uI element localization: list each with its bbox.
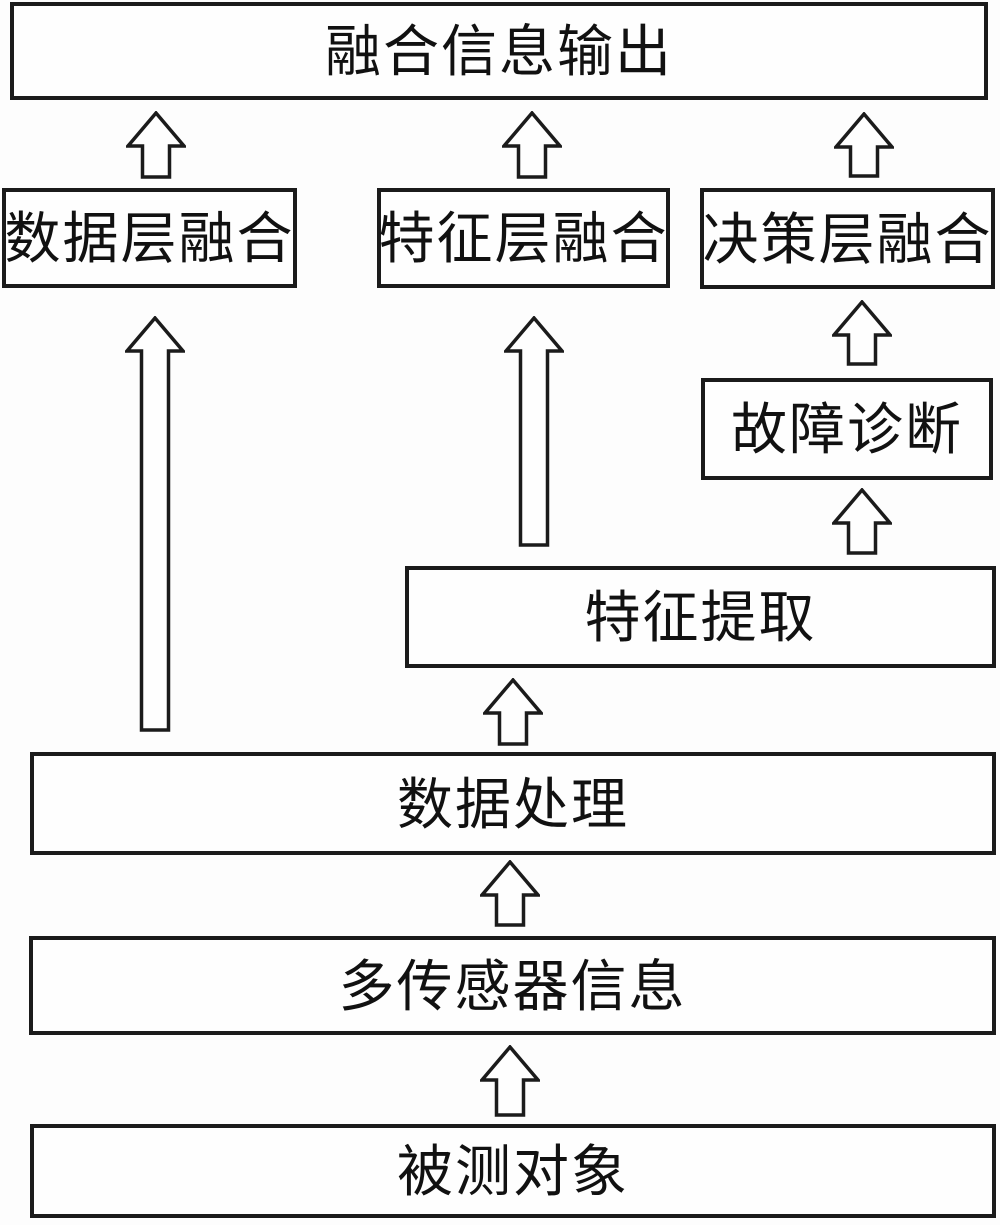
- arrow-feature-layer-to-output-icon: [502, 111, 562, 179]
- node-fusion-output-label: 融合信息输出: [325, 22, 673, 84]
- arrow-feature-extraction-to-fault-diagnosis-icon: [832, 488, 892, 555]
- node-data-layer-fusion-label: 数据层融合: [4, 209, 295, 271]
- node-feature-layer-fusion: 特征层融合: [377, 188, 670, 288]
- node-decision-layer-fusion-label: 决策层融合: [702, 209, 993, 272]
- arrow-data-layer-to-output-icon: [126, 111, 186, 179]
- node-multi-sensor-info-label: 多传感器信息: [338, 956, 687, 1019]
- arrow-fault-diagnosis-to-decision-layer-icon: [832, 300, 892, 366]
- arrow-multi-sensor-to-data-processing-icon: [480, 860, 540, 927]
- node-decision-layer-fusion: 决策层融合: [700, 188, 995, 289]
- node-measured-object-label: 被测对象: [397, 1142, 629, 1204]
- node-multi-sensor-info: 多传感器信息: [29, 936, 996, 1035]
- node-feature-extraction-label: 特征提取: [584, 588, 817, 650]
- node-feature-extraction: 特征提取: [405, 566, 996, 668]
- arrow-data-processing-to-feature-extraction-icon: [483, 678, 543, 746]
- node-fault-diagnosis: 故障诊断: [701, 378, 993, 480]
- node-measured-object: 被测对象: [30, 1124, 996, 1218]
- node-data-processing-label: 数据处理: [397, 774, 629, 837]
- node-data-layer-fusion: 数据层融合: [2, 188, 297, 288]
- node-fusion-output: 融合信息输出: [10, 2, 988, 100]
- arrow-decision-layer-to-output-icon: [834, 112, 894, 178]
- arrow-data-processing-to-data-layer-icon: [125, 316, 185, 732]
- node-fault-diagnosis-label: 故障诊断: [731, 400, 963, 462]
- node-data-processing: 数据处理: [30, 752, 996, 855]
- arrow-measured-object-to-multi-sensor-icon: [480, 1045, 540, 1117]
- node-feature-layer-fusion-label: 特征层融合: [378, 209, 669, 271]
- arrow-feature-extraction-to-feature-layer-icon: [504, 316, 564, 547]
